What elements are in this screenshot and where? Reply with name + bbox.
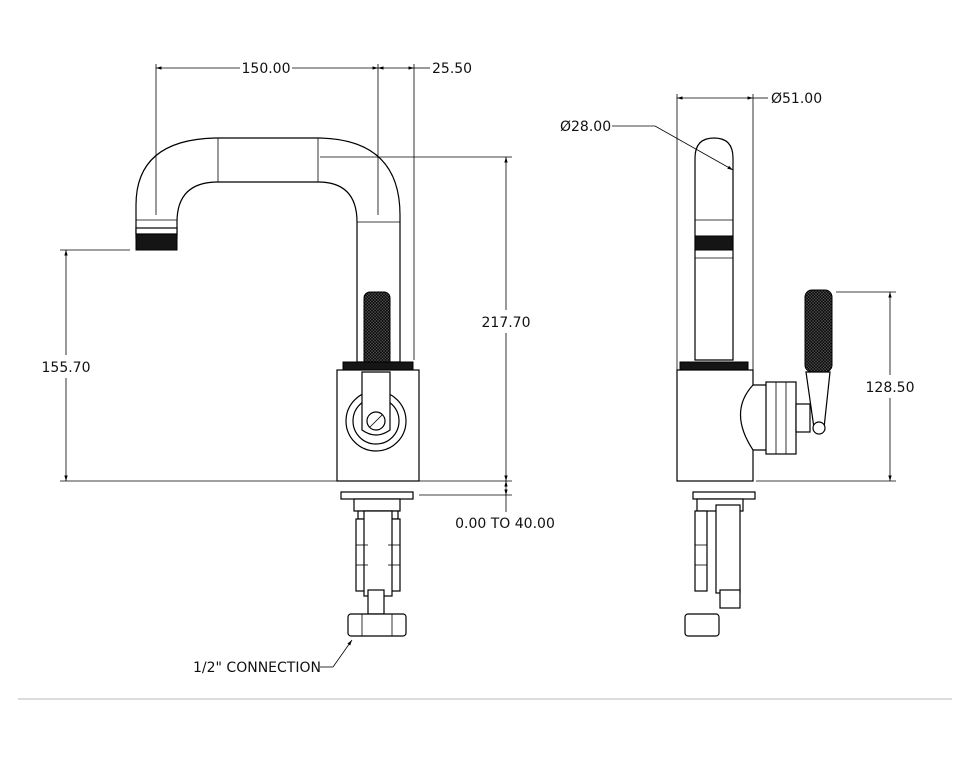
front-fittings [340,491,414,637]
dimension-lines [60,64,896,668]
dim-offset: 25.50 [432,61,472,77]
side-fittings [684,491,756,637]
front-view [135,137,420,637]
dim-overall-height: 217.70 [482,315,531,331]
side-body [676,361,811,482]
front-lever [363,291,391,373]
side-lever [804,289,833,435]
dim-spout-reach: 150.00 [242,61,291,77]
dim-lever-height: 128.50 [866,380,915,396]
dimension-labels: 150.00 25.50 155.70 217.70 0.00 TO 40.00… [42,61,915,676]
connection-note: 1/2" CONNECTION [193,660,321,676]
dim-spout-diameter: Ø28.00 [560,119,611,135]
dim-body-diameter: Ø51.00 [771,91,822,107]
dim-deck-thickness: 0.00 TO 40.00 [455,516,555,532]
front-body [336,361,420,482]
dim-spout-height: 155.70 [42,360,91,376]
front-spout [135,137,401,363]
side-spout [694,137,734,361]
side-view [676,137,833,637]
